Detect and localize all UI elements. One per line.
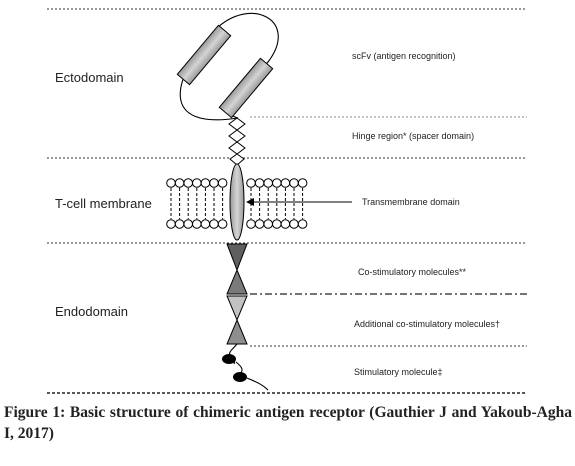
phospholipid-head [263,219,274,229]
phospholipid-head [297,178,308,188]
phospholipid-head [183,219,193,229]
transmembrane-label: Transmembrane domain [362,197,460,207]
endodomain-label: Endodomain [55,304,128,319]
phospholipid-head [254,178,265,188]
phospholipid-head [174,178,185,188]
scfv-variable-chain-1 [176,24,232,86]
phospholipid-head [280,178,291,188]
phospholipid-head [280,219,291,229]
phospholipid-head [246,178,256,188]
phospholipid-head [217,219,228,229]
phospholipid-head [174,219,185,229]
phospholipid-head [263,178,274,188]
phospholipid-head [289,178,299,188]
phospholipid-head [289,219,299,229]
costimulatory-domain-1 [226,243,248,295]
costim-label: Co-stimulatory molecules** [358,267,467,277]
phospholipid-head [209,178,219,188]
hinge-label: Hinge region* (spacer domain) [352,131,474,141]
scfv-variable-chain-2 [218,57,274,119]
phospholipid-head [217,178,228,188]
figure-caption: Figure 1: Basic structure of chimeric an… [4,404,572,442]
stimulatory-molecule [222,343,269,391]
scfv-label: scFv (antigen recognition) [352,51,456,61]
additional-costim-label: Additional co-stimulatory molecules† [354,319,500,329]
phospholipid-head [297,219,308,229]
phospholipid-head [166,178,176,188]
phospholipid-head [254,219,265,229]
membrane-label: T-cell membrane [55,196,152,211]
hinge-region [228,117,246,166]
ectodomain-label: Ectodomain [55,70,124,85]
membrane-bilayer-right [246,178,308,229]
phospholipid-head [272,219,282,229]
phospholipid-head [166,219,176,229]
phospholipid-head [200,178,211,188]
membrane-bilayer-left [166,178,228,229]
phospholipid-head [183,178,193,188]
phospholipid-head [192,178,202,188]
transmembrane-domain [229,163,245,241]
stimulatory-label: Stimulatory molecule‡ [354,367,443,377]
costimulatory-domain-2 [226,295,248,345]
phospholipid-head [246,219,256,229]
phospholipid-head [200,219,211,229]
phospholipid-head [272,178,282,188]
phospholipid-head [192,219,202,229]
phospholipid-head [209,219,219,229]
